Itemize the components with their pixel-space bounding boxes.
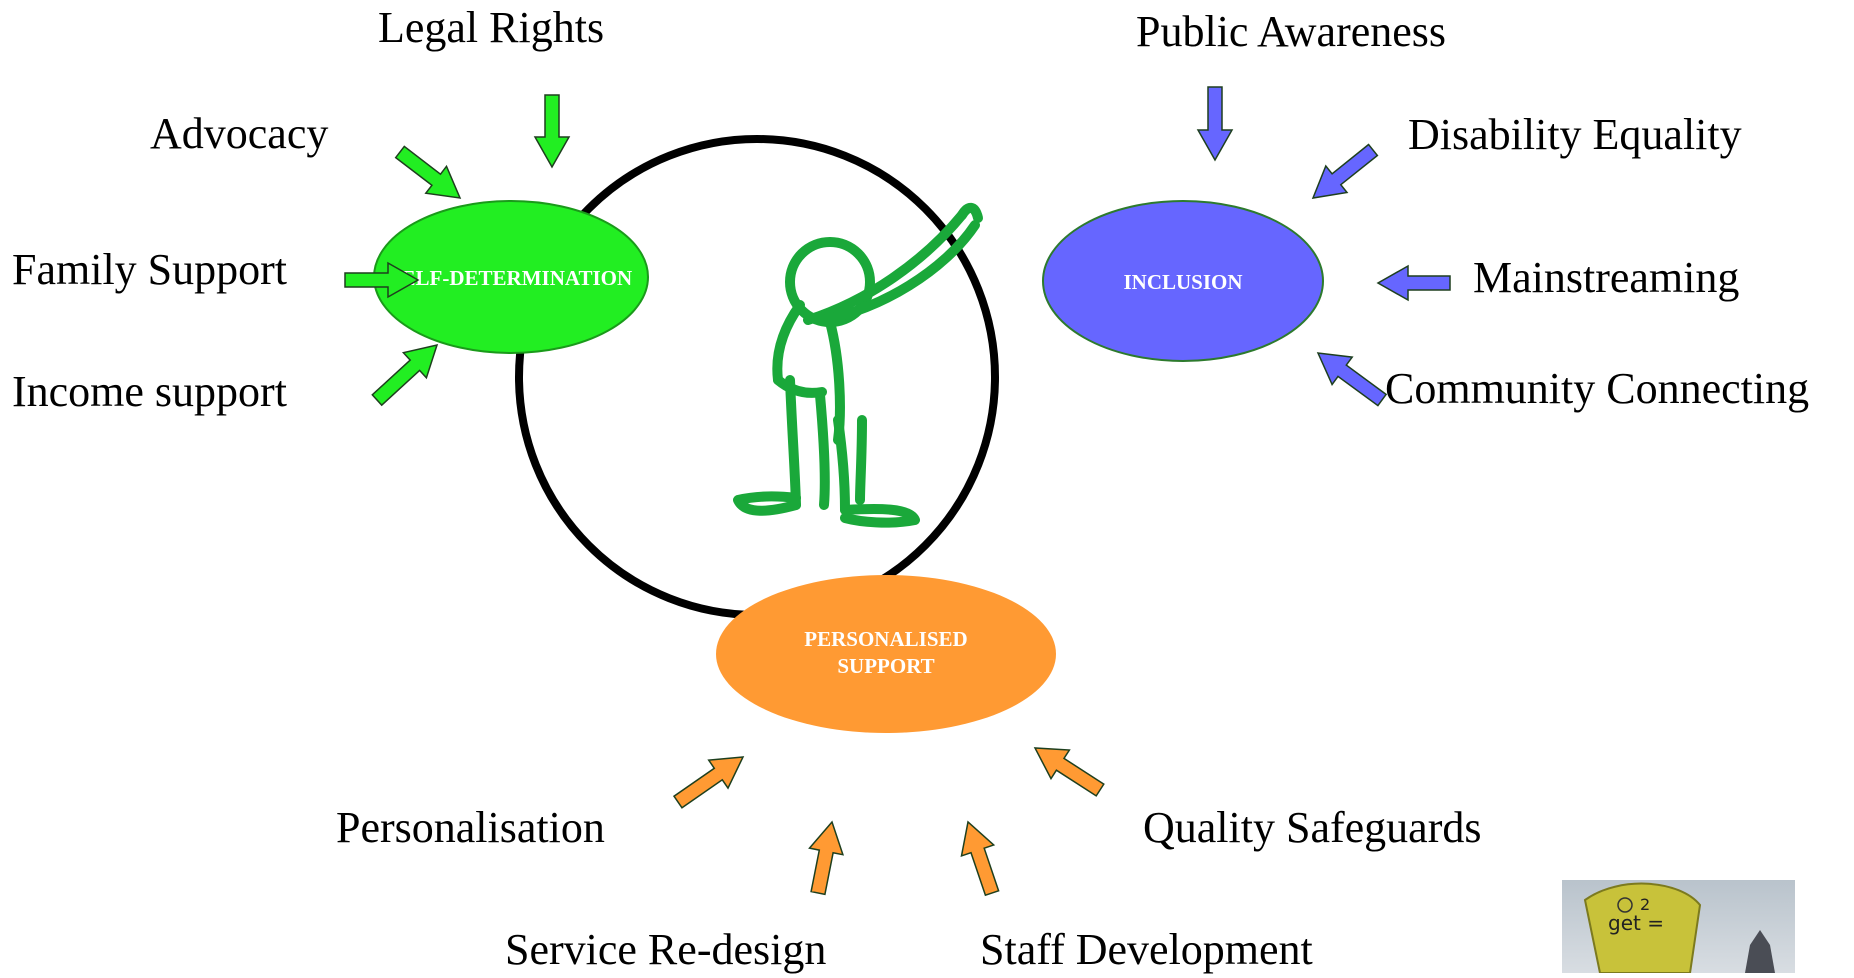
oval-personalised-label-2: SUPPORT	[837, 654, 934, 678]
oval-inclusion-label: INCLUSION	[1123, 270, 1242, 294]
balloon-photo: 2 get =	[1562, 880, 1795, 974]
oval-self-determination-label: SELF-DETERMINATION	[390, 266, 632, 290]
label-quality-safeguards: Quality Safeguards	[1143, 803, 1482, 852]
arrows-group	[344, 86, 1451, 897]
label-staff-development: Staff Development	[980, 925, 1313, 974]
label-community-connecting: Community Connecting	[1385, 364, 1810, 413]
stick-figure-icon	[733, 202, 983, 528]
arrow-community-connecting-icon	[1316, 352, 1388, 407]
arrow-advocacy-icon	[394, 145, 462, 199]
photo-sign-2: get =	[1608, 911, 1664, 935]
arrow-mainstreaming-icon	[1376, 264, 1451, 302]
label-legal-rights: Legal Rights	[378, 3, 605, 52]
arrow-quality-safeguards-icon	[1033, 747, 1105, 797]
clock-icon	[1617, 897, 1633, 913]
arrow-income-support-icon	[371, 343, 439, 407]
arrow-legal-rights-icon	[533, 94, 571, 169]
label-income-support: Income support	[12, 367, 287, 416]
central-ring	[515, 135, 999, 619]
arrow-disability-equality-icon	[1311, 143, 1379, 199]
oval-self-determination: SELF-DETERMINATION	[373, 200, 649, 354]
oval-personalised-label-1: PERSONALISED	[804, 627, 967, 651]
arrow-public-awareness-icon	[1196, 86, 1234, 162]
label-mainstreaming: Mainstreaming	[1473, 253, 1740, 302]
label-public-awareness: Public Awareness	[1136, 7, 1447, 56]
label-personalisation: Personalisation	[336, 803, 605, 852]
label-advocacy: Advocacy	[150, 109, 329, 158]
label-service-redesign: Service Re-design	[505, 925, 827, 974]
arrow-staff-development-icon	[960, 820, 1000, 897]
photo-sign-1: 2	[1640, 895, 1650, 914]
oval-inclusion: INCLUSION	[1042, 200, 1324, 362]
oval-personalised-support: PERSONALISED SUPPORT	[716, 575, 1056, 733]
label-disability-equality: Disability Equality	[1408, 110, 1742, 159]
arrow-personalisation-icon	[672, 756, 745, 809]
label-family-support: Family Support	[12, 245, 288, 294]
arrow-service-redesign-icon	[808, 820, 845, 896]
arrow-family-support-icon	[344, 261, 420, 299]
